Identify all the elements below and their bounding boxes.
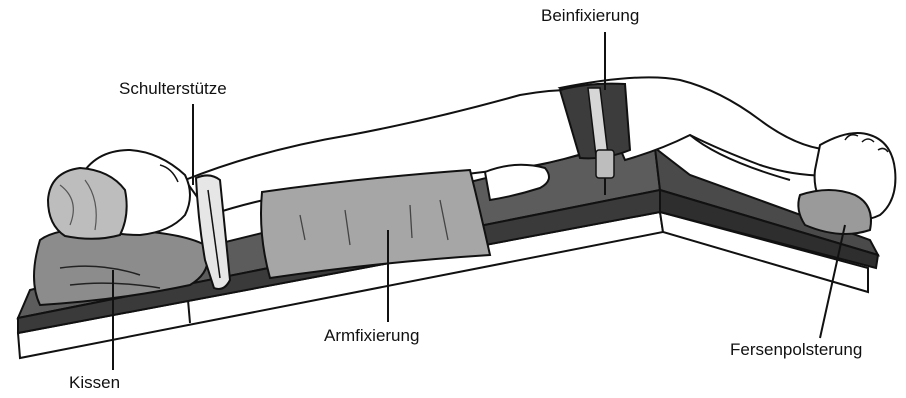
label-beinfixierung: Beinfixierung (541, 6, 639, 26)
label-fersenpolsterung: Fersenpolsterung (730, 340, 862, 360)
head-cap (48, 168, 127, 239)
label-schulterstuetze: Schulterstütze (119, 79, 227, 99)
label-kissen: Kissen (69, 373, 120, 393)
leg-fixation-weight (596, 150, 614, 178)
label-armfixierung: Armfixierung (324, 326, 419, 346)
